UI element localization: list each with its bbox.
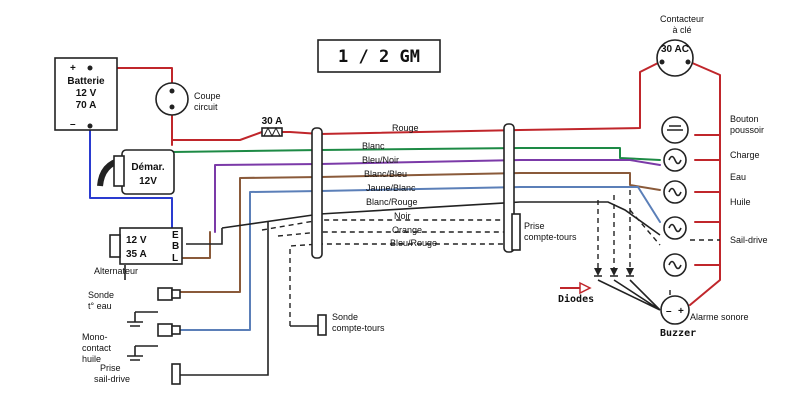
svg-text:E: E [172,230,179,241]
wire-bleu-rouge [289,243,520,326]
lamp-sail-drive: Sail-drive [663,235,768,277]
svg-text:Prise: Prise [524,221,545,231]
fuse-30a: 30 A [261,116,283,138]
svg-text:sail-drive: sail-drive [94,374,130,384]
coupe-circuit: Coupe circuit [155,82,221,116]
label-noir: Noir [394,211,411,221]
wire-saildrive-dash [629,209,720,246]
svg-text:Charge: Charge [730,150,760,160]
label-orange: Orange [392,225,422,235]
svg-text:Sonde: Sonde [332,312,358,322]
svg-text:t° eau: t° eau [88,301,112,311]
alternateur: 12 V 35 A E B L Alternateur [94,227,183,276]
wire-red-panel-taps [694,134,721,266]
wire-black-prise-saildrive [180,222,269,376]
svg-text:contact: contact [82,343,112,353]
svg-text:Sail-drive: Sail-drive [730,235,768,245]
svg-text:Sonde: Sonde [88,290,114,300]
wire-diode-feeds [597,190,671,305]
svg-text:Eau: Eau [730,172,746,182]
wire-violet-bleu-noir [214,159,661,233]
wire-black-blanc-rouge [186,201,661,245]
sonde-t-eau: Sonde t° eau [88,287,181,327]
prise-compte-tours: Prise compte-tours [511,213,577,251]
label-blanc-rouge: Blanc/Rouge [366,197,418,207]
svg-text:35 A: 35 A [126,249,147,260]
svg-text:12 V: 12 V [76,88,97,99]
svg-text:Batterie: Batterie [67,76,105,87]
svg-text:–: – [666,306,672,317]
wire-red-right-bus [689,61,721,306]
svg-text:Prise: Prise [100,363,121,373]
svg-text:Coupe: Coupe [194,91,221,101]
bouton-poussoir: Bouton poussoir [661,114,764,144]
svg-text:huile: huile [82,354,101,364]
lamp-charge: Charge [663,148,760,172]
svg-text:Diodes: Diodes [558,293,594,305]
svg-text:12 V: 12 V [126,235,147,246]
svg-text:B: B [172,241,179,252]
svg-text:L: L [172,253,178,264]
svg-text:70 A: 70 A [76,100,97,111]
alternateur-label: Alternateur [94,266,138,276]
label-bleu-noir: Bleu/Noir [362,155,399,165]
svg-text:compte-tours: compte-tours [332,323,385,333]
lamp-huile: Huile [663,197,751,240]
svg-text:12V: 12V [139,176,157,187]
battery: Batterie 12 V 70 A + – [54,57,118,131]
label-blanc-bleu: Blanc/Bleu [364,169,407,179]
label-blanc: Blanc [362,141,385,151]
demarreur: Démar. 12V [97,149,175,195]
svg-text:Buzzer: Buzzer [660,328,696,339]
contacteur-a-cle: 30 AC Contacteur à clé [656,14,704,77]
lamp-eau: Eau [663,172,746,204]
battery-minus: – [70,119,76,130]
wire-orange [277,231,520,237]
harness-clamp-left [311,127,323,259]
buzzer: – + Buzzer Alarme sonore [660,295,749,339]
battery-plus: + [70,63,76,74]
title-box: 1 / 2 GM [317,39,441,73]
wire-diode-to-buzzer [597,279,661,311]
wire-brown-blanc-bleu [179,172,661,293]
svg-text:30 AC: 30 AC [661,44,689,55]
diodes: Diodes [558,268,634,305]
svg-text:à clé: à clé [672,25,691,35]
wire-blue-ground [89,127,173,241]
wire-noir [261,219,520,231]
sonde-compte-tours: Sonde compte-tours [317,312,385,336]
svg-text:circuit: circuit [194,102,218,112]
svg-text:+: + [678,306,684,317]
svg-text:Mono-: Mono- [82,332,108,342]
label-rouge: Rouge [392,123,419,133]
svg-text:30 A: 30 A [262,116,283,127]
label-bleu-rouge: Bleu/Rouge [390,238,437,248]
svg-text:Alarme sonore: Alarme sonore [690,312,749,322]
diagram-title: 1 / 2 GM [338,47,420,67]
svg-text:Bouton: Bouton [730,114,759,124]
mono-contact-huile: Mono- contact huile [82,323,181,364]
svg-text:Démar.: Démar. [131,162,165,173]
svg-text:Huile: Huile [730,197,751,207]
wire-green-blanc [171,147,661,161]
wire-brown-alt-l [182,231,211,259]
prise-sail-drive: Prise sail-drive [94,363,181,385]
label-jaune-blanc: Jaune/Blanc [366,183,416,193]
svg-text:compte-tours: compte-tours [524,232,577,242]
svg-text:poussoir: poussoir [730,125,764,135]
svg-text:Contacteur: Contacteur [660,14,704,24]
